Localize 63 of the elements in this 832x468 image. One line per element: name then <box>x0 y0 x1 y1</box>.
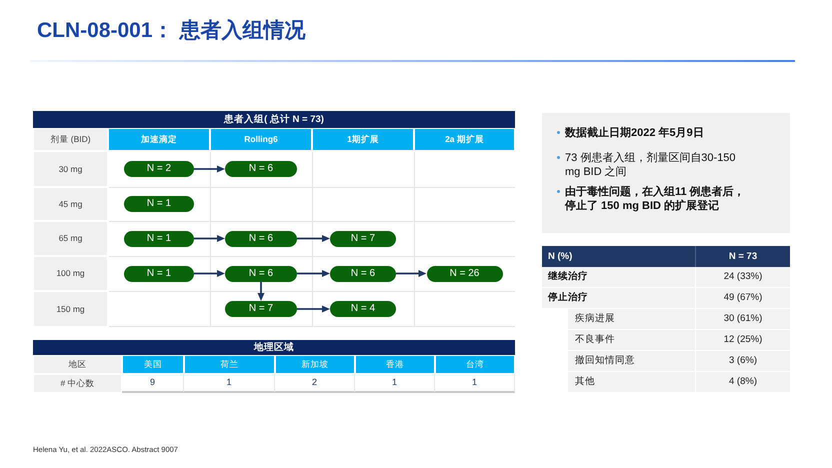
arrow <box>297 270 330 277</box>
count-pill: N = 6 <box>225 230 297 246</box>
count-pill: N = 26 <box>426 266 502 282</box>
table-cell: 1 <box>435 374 515 393</box>
row-header: 不良事件 <box>568 330 695 351</box>
bullet-text: 由于毒性问题，在入组11 例患者后，停止了 150 mg BID 的扩展登记 <box>565 185 746 214</box>
row-header: # 中心数 <box>33 374 122 393</box>
column-header: 美国 <box>122 355 184 374</box>
arrow <box>258 282 264 301</box>
count-pill: N = 1 <box>124 196 194 212</box>
column-header: 荷兰 <box>184 355 275 374</box>
slide-title: CLN-08-001： 患者入组情况 <box>37 18 306 44</box>
column-header: 1期扩展 <box>312 128 414 151</box>
table-cell: 30 (61%) <box>695 309 790 330</box>
column-header: 剂量 (BID) <box>33 128 108 151</box>
table-cell: 24 (33%) <box>695 267 790 288</box>
info-panel <box>542 113 790 233</box>
table-cell: 1 <box>184 374 275 393</box>
arrow <box>297 235 330 242</box>
count-pill: N = 6 <box>330 266 396 282</box>
count-pill: N = 4 <box>330 301 396 317</box>
row-header: 其他 <box>568 372 695 393</box>
row-header: 150 mg <box>33 291 108 327</box>
arrow <box>194 166 225 172</box>
column-header: 香港 <box>355 355 435 374</box>
column-header: Rolling6 <box>210 128 312 151</box>
row-header: 100 mg <box>33 256 108 291</box>
row-header: 30 mg <box>33 151 108 187</box>
column-header: N (%) <box>542 246 695 267</box>
bullet-text: 73 例患者入组，剂量区间自30-150 mg BID 之间 <box>565 151 737 180</box>
arrow <box>194 270 225 277</box>
count-pill: N = 2 <box>124 161 194 177</box>
column-header: 加速滴定 <box>108 128 210 151</box>
column-header: 2a 期扩展 <box>414 128 515 151</box>
count-pill: N = 6 <box>225 161 297 177</box>
row-header: 45 mg <box>33 187 108 221</box>
row-header: 撤回知情同意 <box>568 351 695 372</box>
count-pill: N = 6 <box>225 266 297 282</box>
bullet-text: 数据截止日期2022 年5月9日 <box>565 126 705 140</box>
row-header: 继续治疗 <box>542 267 695 288</box>
arrow <box>194 235 225 242</box>
table-title-bar: 患者入组( 总计 N = 73) <box>33 111 515 128</box>
row-header: 65 mg <box>33 221 108 256</box>
count-pill: N = 1 <box>124 266 194 282</box>
count-pill: N = 1 <box>124 230 194 246</box>
count-pill: N = 7 <box>225 301 297 317</box>
arrow <box>396 270 426 277</box>
count-pill: N = 7 <box>330 230 396 246</box>
column-header: N = 73 <box>695 246 790 267</box>
row-header: 地区 <box>33 355 122 374</box>
arrow <box>297 306 330 312</box>
table-cell: 9 <box>122 374 184 393</box>
table-cell: 49 (67%) <box>695 288 790 309</box>
table-cell: 2 <box>275 374 355 393</box>
table-cell: 3 (6%) <box>695 351 790 372</box>
column-header: 新加坡 <box>275 355 355 374</box>
row-header: 停止治疗 <box>542 288 695 309</box>
row-header: 疾病进展 <box>568 309 695 330</box>
table-cell: 4 (8%) <box>695 372 790 393</box>
column-header: 台湾 <box>435 355 515 374</box>
table-cell: 1 <box>355 374 435 393</box>
table-cell: 12 (25%) <box>695 330 790 351</box>
table-title-bar: 地理区域 <box>33 340 515 355</box>
